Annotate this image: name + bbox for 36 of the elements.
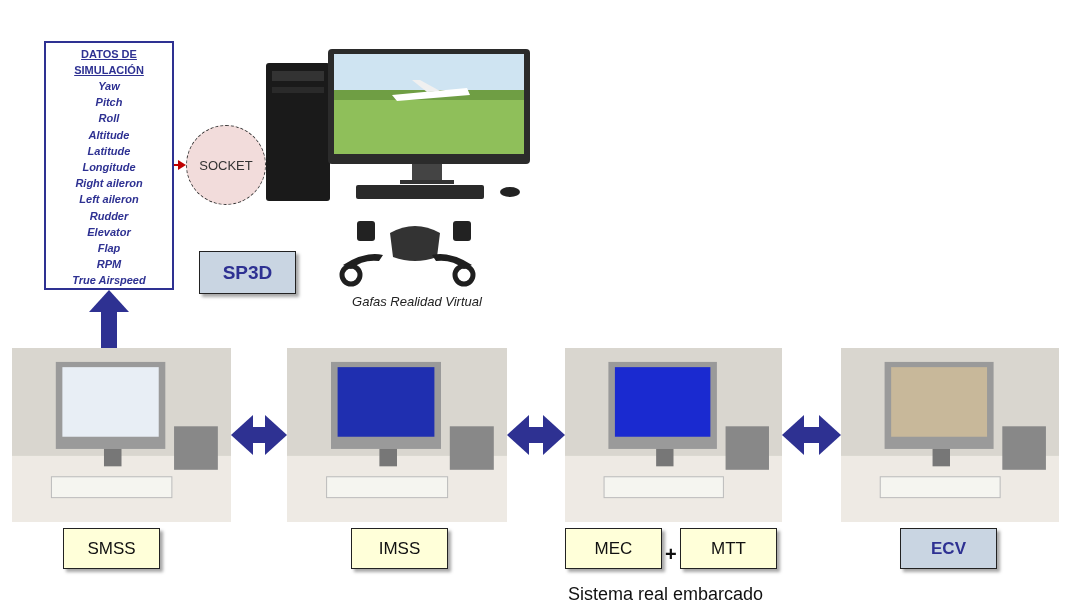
arrow xyxy=(89,290,129,348)
circle-label: SOCKET xyxy=(199,157,253,173)
label-box xyxy=(63,528,160,569)
list-item: Elevator xyxy=(87,224,131,240)
data-list-panel xyxy=(44,41,174,290)
box-label: SMSS xyxy=(87,538,136,559)
list-item: Flap xyxy=(97,241,121,257)
list-item: True Airspeed xyxy=(72,273,146,289)
arrow xyxy=(507,415,565,455)
list-item: Latitude xyxy=(87,143,131,159)
label-box xyxy=(680,528,777,569)
box-label: MEC xyxy=(594,538,633,559)
label-box xyxy=(351,528,448,569)
box-label: IMSS xyxy=(378,538,421,559)
plus-sign: + xyxy=(665,543,677,566)
list-item: Yaw xyxy=(98,79,120,94)
list-item: Pitch xyxy=(95,95,123,111)
list-item: RPM xyxy=(96,257,122,273)
caption-text: Sistema real embarcado xyxy=(568,584,764,605)
list-heading: DATOS DE SIMULACIÓN xyxy=(73,47,145,78)
list-item: Altitude xyxy=(88,127,130,143)
image-caption: Gafas Realidad Virtual xyxy=(352,294,482,309)
label-box xyxy=(900,528,997,569)
label-box xyxy=(199,251,296,294)
list-item: Longitude xyxy=(82,160,136,175)
list-item: Right aileron xyxy=(75,176,143,192)
box-label: MTT xyxy=(711,538,746,559)
box-label: SP3D xyxy=(222,261,273,284)
label-box xyxy=(565,528,662,569)
list-item: Roll xyxy=(98,111,120,127)
arrow xyxy=(782,415,841,455)
arrow xyxy=(173,160,186,170)
arrow xyxy=(231,415,287,455)
box-label: ECV xyxy=(931,538,966,559)
list-item: Rudder xyxy=(89,208,129,224)
list-item: Left aileron xyxy=(79,192,139,208)
